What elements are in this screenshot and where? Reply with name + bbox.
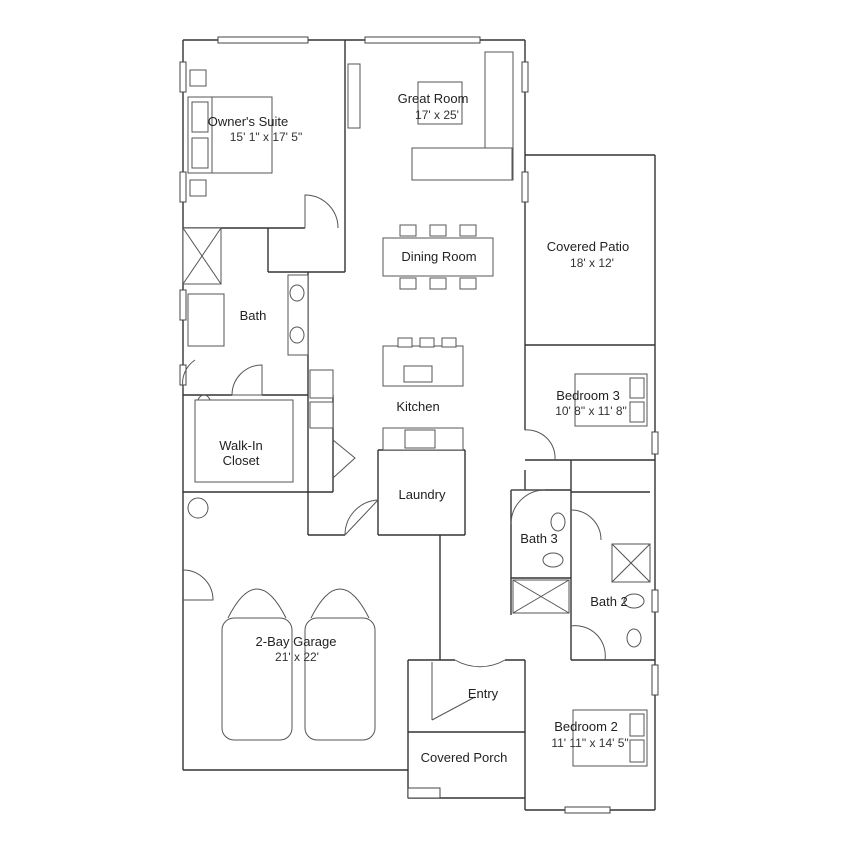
dining-table <box>382 224 494 290</box>
covered-porch-label: Covered Porch <box>421 750 508 765</box>
kitchen-island <box>287 274 464 451</box>
great-room-label: Great Room <box>398 91 469 106</box>
owners-suite-dims: 15' 1" x 17' 5" <box>230 130 302 144</box>
entry-label: Entry <box>468 686 499 701</box>
owners-bath-fixtures <box>182 227 305 483</box>
kitchen-label: Kitchen <box>396 399 439 414</box>
walk-in-closet-label-1: Walk-In <box>219 438 263 453</box>
windows <box>179 36 659 814</box>
bath2-label: Bath 2 <box>590 594 628 609</box>
bedroom3-bed <box>574 373 648 427</box>
bedroom3-label: Bedroom 3 <box>556 388 620 403</box>
dining-room-label: Dining Room <box>401 249 476 264</box>
garage-cars <box>187 497 376 741</box>
bath-fixtures <box>512 512 651 648</box>
great-room-dims: 17' x 25' <box>415 108 459 122</box>
walk-in-closet-label-2: Closet <box>223 453 260 468</box>
owners-suite-label: Owner's Suite <box>208 114 289 129</box>
room-labels: Owner's Suite 15' 1" x 17' 5" Great Room… <box>208 91 629 765</box>
bath3-label: Bath 3 <box>520 531 558 546</box>
bedroom2-dims: 11' 11" x 14' 5" <box>551 736 628 750</box>
garage-label: 2-Bay Garage <box>256 634 337 649</box>
sofa <box>347 51 514 181</box>
covered-patio-dims: 18' x 12' <box>570 256 614 270</box>
owners-bath-label: Bath <box>240 308 267 323</box>
bedroom3-dims: 10' 8" x 11' 8" <box>555 404 627 418</box>
owners-bed <box>187 69 273 197</box>
doors <box>182 194 606 721</box>
covered-patio-label: Covered Patio <box>547 239 629 254</box>
bedroom2-label: Bedroom 2 <box>554 719 618 734</box>
garage-dims: 21' x 22' <box>275 650 319 664</box>
laundry-label: Laundry <box>399 487 446 502</box>
bedroom2-bed <box>572 709 648 767</box>
